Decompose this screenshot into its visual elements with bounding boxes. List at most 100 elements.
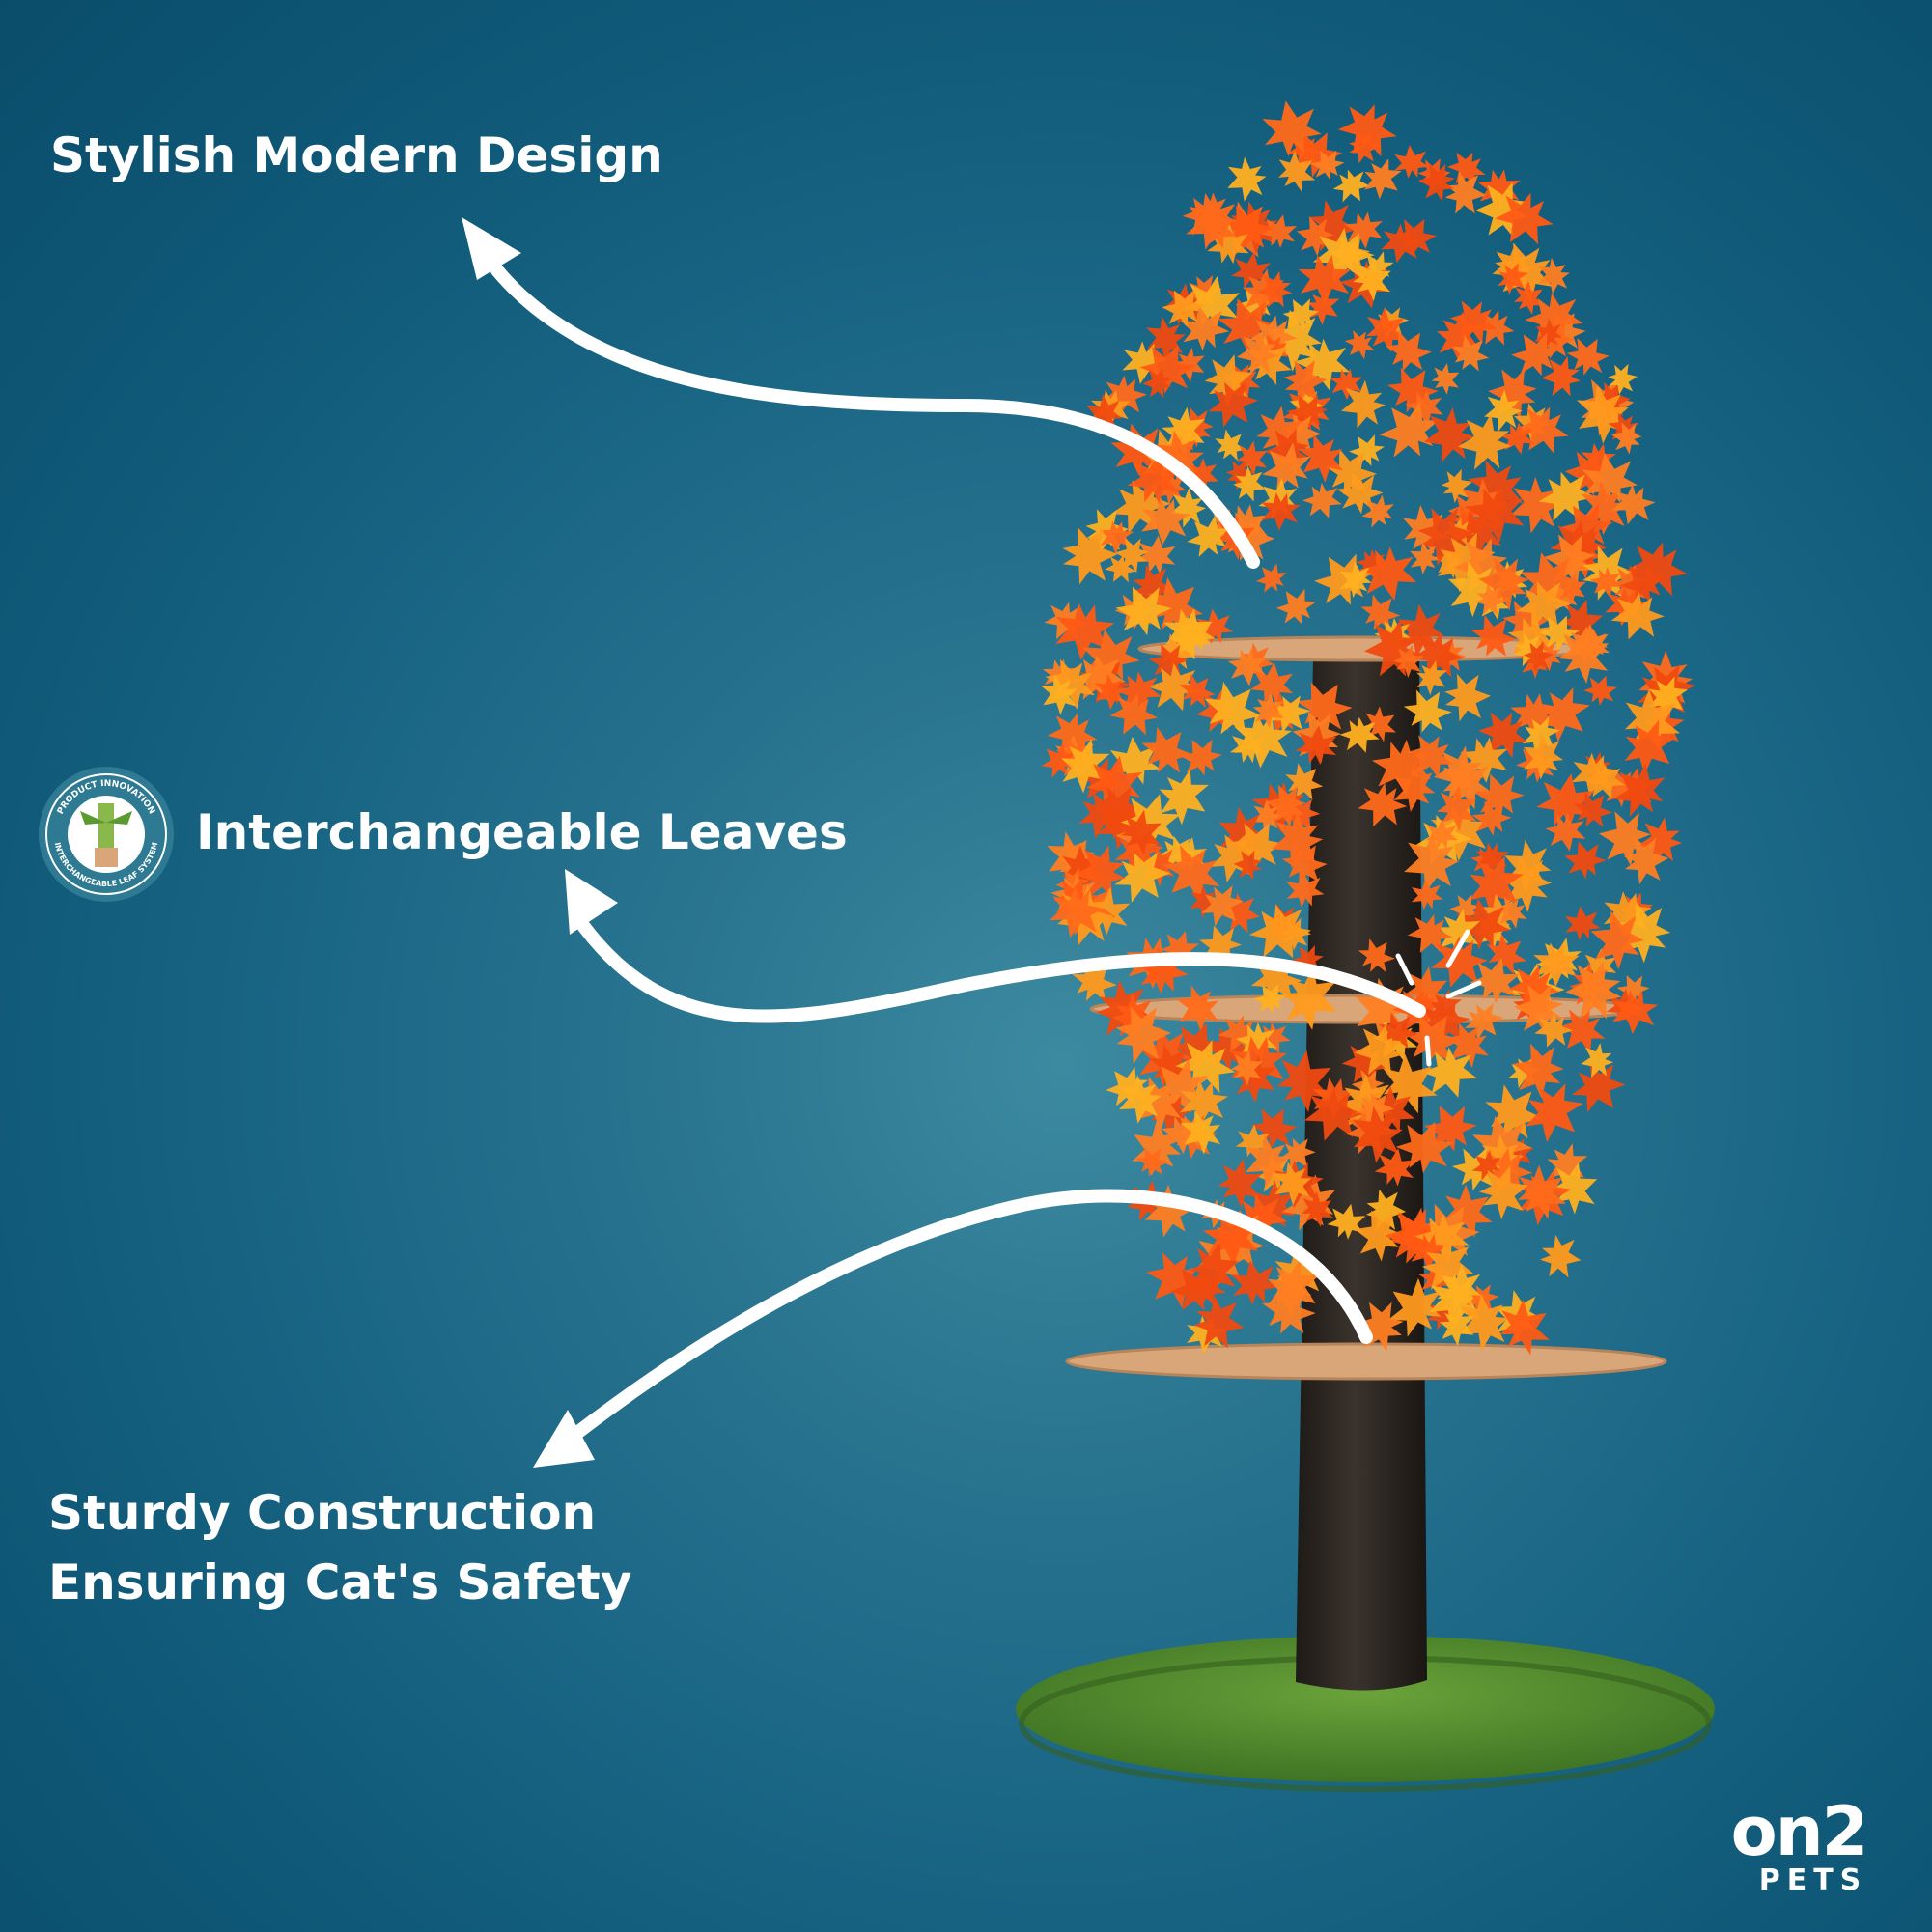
maple-leaf bbox=[1302, 483, 1342, 518]
maple-leaf bbox=[1611, 484, 1656, 525]
maple-leaf bbox=[1215, 429, 1247, 462]
maple-leaf bbox=[1411, 631, 1464, 678]
feature-label-stylish-design: Stylish Modern Design bbox=[50, 127, 663, 183]
maple-leaf bbox=[1295, 724, 1337, 766]
maple-leaf bbox=[1558, 573, 1587, 605]
maple-leaf bbox=[1354, 1023, 1404, 1076]
maple-leaf bbox=[1513, 632, 1547, 667]
maple-leaf bbox=[1099, 520, 1134, 554]
maple-leaf bbox=[1086, 755, 1142, 809]
maple-leaf bbox=[1119, 1075, 1162, 1124]
maple-leaf bbox=[1147, 662, 1201, 712]
maple-leaf bbox=[1564, 841, 1607, 880]
maple-leaf bbox=[1249, 661, 1294, 704]
maple-leaf bbox=[1504, 839, 1552, 894]
maple-leaf bbox=[1538, 686, 1590, 742]
maple-leaf bbox=[1613, 763, 1666, 817]
maple-leaf bbox=[1516, 580, 1572, 630]
maple-leaf bbox=[1358, 546, 1417, 601]
maple-leaf bbox=[1105, 554, 1137, 583]
maple-leaf bbox=[1200, 885, 1245, 927]
maple-leaf bbox=[1348, 130, 1381, 164]
maple-leaf bbox=[1416, 660, 1448, 695]
maple-leaf bbox=[1230, 1050, 1263, 1086]
maple-leaf bbox=[1510, 693, 1558, 740]
maple-leaf bbox=[1581, 443, 1616, 478]
maple-leaf bbox=[1456, 898, 1511, 950]
maple-leaf bbox=[1584, 763, 1625, 799]
maple-leaf bbox=[1557, 1009, 1606, 1054]
maple-leaf bbox=[1344, 211, 1383, 249]
maple-leaf bbox=[1055, 867, 1089, 903]
maple-leaf bbox=[1261, 492, 1302, 531]
maple-leaf bbox=[1127, 453, 1182, 505]
maple-leaf bbox=[1638, 817, 1683, 864]
platform-3 bbox=[1065, 1342, 1667, 1381]
maple-leaf bbox=[1281, 966, 1336, 1030]
maple-leaf bbox=[1236, 330, 1279, 376]
maple-leaf bbox=[1231, 1260, 1279, 1305]
maple-leaf bbox=[1486, 933, 1527, 975]
maple-leaf bbox=[1371, 739, 1432, 797]
maple-leaf bbox=[1262, 100, 1322, 157]
maple-leaf bbox=[1261, 442, 1311, 492]
maple-leaf bbox=[1135, 535, 1176, 574]
maple-leaf bbox=[1195, 1229, 1248, 1288]
maple-leaf bbox=[1364, 158, 1402, 200]
maple-leaf bbox=[1183, 276, 1241, 330]
maple-leaf bbox=[1355, 1302, 1404, 1352]
maple-leaf bbox=[1337, 104, 1397, 157]
arrowhead-3 bbox=[533, 1410, 595, 1468]
maple-leaf bbox=[1286, 871, 1325, 908]
maple-leaf bbox=[1341, 379, 1386, 429]
maple-leaf bbox=[1106, 1066, 1149, 1106]
maple-leaf bbox=[1233, 850, 1263, 881]
maple-leaf bbox=[1394, 145, 1430, 179]
maple-leaf bbox=[1619, 561, 1666, 603]
maple-leaf bbox=[1169, 488, 1207, 528]
maple-leaf bbox=[1447, 560, 1499, 618]
maple-leaf bbox=[1404, 831, 1460, 893]
maple-leaf bbox=[1102, 375, 1148, 417]
maple-leaf bbox=[1431, 362, 1460, 395]
maple-leaf bbox=[1190, 1243, 1239, 1297]
maple-leaf bbox=[1361, 494, 1394, 528]
maple-leaf bbox=[1540, 1234, 1582, 1278]
maple-leaf bbox=[1534, 1013, 1574, 1048]
maple-leaf bbox=[1590, 910, 1644, 970]
maple-leaf bbox=[1437, 785, 1477, 831]
maple-leaf bbox=[1623, 838, 1669, 885]
maple-leaf bbox=[1049, 886, 1105, 938]
maple-leaf bbox=[1417, 163, 1455, 202]
maple-leaf bbox=[1451, 334, 1490, 372]
maple-leaf bbox=[1303, 1087, 1364, 1141]
maple-leaf bbox=[1364, 619, 1420, 677]
arrows bbox=[490, 264, 1426, 1445]
maple-leaf bbox=[1142, 367, 1172, 399]
maple-leaf bbox=[1109, 693, 1159, 736]
maple-leaf bbox=[1536, 773, 1595, 829]
maple-leaf bbox=[1180, 1079, 1228, 1127]
arrow-interchangeable-leaves bbox=[577, 920, 1426, 1023]
maple-leaf bbox=[1227, 648, 1267, 686]
maple-leaf bbox=[1252, 692, 1284, 729]
on2-pets-logo: on2 PETS bbox=[1702, 1798, 1895, 1897]
maple-leaf bbox=[1523, 733, 1564, 780]
maple-leaf bbox=[1538, 257, 1570, 294]
maple-leaf bbox=[1495, 192, 1554, 245]
maple-leaf bbox=[1558, 626, 1610, 684]
maple-leaf bbox=[1379, 401, 1440, 458]
maple-leaf bbox=[1161, 1115, 1201, 1155]
maple-leaf bbox=[1196, 608, 1234, 645]
maple-leaf bbox=[1475, 182, 1528, 238]
arrow-sturdy-construction bbox=[563, 1189, 1373, 1445]
arrowhead-2 bbox=[565, 869, 618, 935]
maple-leaf bbox=[1269, 695, 1311, 734]
maple-leaf bbox=[1296, 215, 1334, 257]
maple-leaf bbox=[1386, 367, 1439, 413]
maple-leaf bbox=[1410, 1234, 1448, 1271]
maple-leaf bbox=[1421, 1047, 1477, 1098]
maple-leaf bbox=[1256, 270, 1293, 308]
maple-leaf bbox=[1356, 1092, 1395, 1127]
arrowhead-1 bbox=[462, 217, 521, 280]
